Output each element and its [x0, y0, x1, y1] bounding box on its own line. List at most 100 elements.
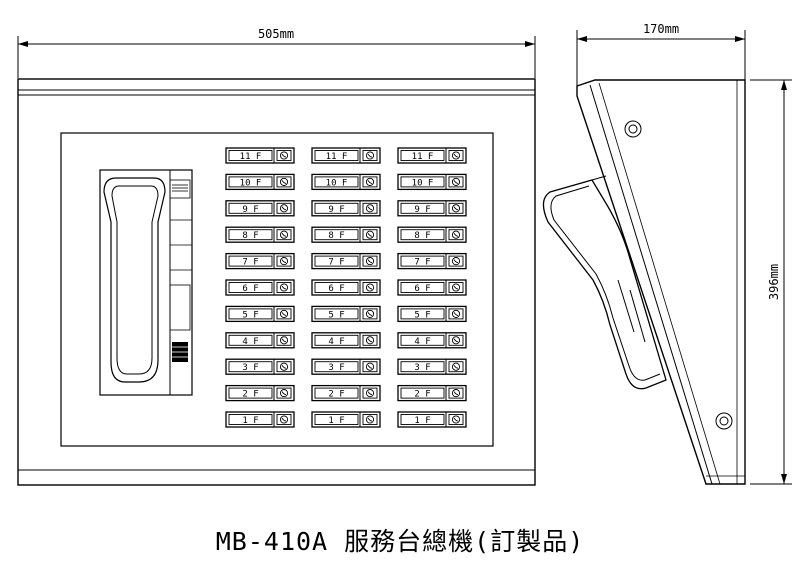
depth-dimension: 170mm	[576, 22, 746, 86]
floor-button-label: 6 F	[328, 284, 344, 294]
phone-call-icon	[276, 334, 292, 346]
floor-button-label: 3 F	[242, 363, 258, 373]
phone-call-icon	[362, 255, 378, 267]
phone-call-icon	[276, 150, 292, 161]
floor-button[interactable]: 1 F	[225, 411, 295, 428]
width-dimension: 505mm	[17, 27, 536, 78]
floor-button[interactable]: 11 F	[397, 147, 467, 164]
floor-button[interactable]: 5 F	[225, 305, 295, 323]
front-housing	[17, 78, 536, 486]
floor-button-label: 10 F	[240, 178, 262, 188]
phone-call-icon	[276, 414, 292, 425]
phone-call-icon	[276, 282, 292, 293]
floor-button[interactable]: 7 F	[397, 252, 467, 270]
floor-button-label: 2 F	[242, 390, 258, 400]
floor-button-grid: 11 F 10 F 9 F 8 F 7 F 6 F 5 F 4 F 3 F 2 F 1 F 11 F 1…	[225, 147, 467, 428]
phone-call-icon	[276, 202, 292, 214]
phone-call-icon	[448, 387, 464, 399]
floor-button[interactable]: 11 F	[225, 147, 295, 164]
floor-button[interactable]: 5 F	[397, 305, 467, 323]
phone-call-icon	[276, 229, 292, 241]
floor-button[interactable]: 1 F	[397, 411, 467, 428]
floor-button-label: 2 F	[328, 390, 344, 400]
floor-button[interactable]: 9 F	[397, 200, 467, 217]
floor-button[interactable]: 6 F	[311, 279, 381, 296]
floor-button-label: 3 F	[328, 363, 344, 373]
height-dimension: 396mm	[750, 79, 792, 485]
telephone-handset-icon	[99, 169, 193, 396]
floor-button[interactable]: 11 F	[311, 147, 381, 164]
floor-button[interactable]: 3 F	[311, 358, 381, 375]
floor-button[interactable]: 3 F	[225, 358, 295, 375]
floor-button-label: 4 F	[328, 337, 344, 347]
floor-button-label: 8 F	[414, 231, 430, 241]
floor-button-label: 11 F	[412, 152, 434, 162]
floor-button-label: 1 F	[414, 416, 430, 426]
floor-button[interactable]: 10 F	[397, 173, 467, 191]
floor-button[interactable]: 6 F	[225, 279, 295, 296]
floor-button[interactable]: 9 F	[225, 200, 295, 217]
floor-button-label: 5 F	[414, 310, 430, 320]
phone-call-icon	[362, 308, 378, 320]
phone-call-icon	[276, 255, 292, 267]
screw-icon	[624, 120, 642, 138]
floor-button-label: 6 F	[414, 284, 430, 294]
floor-button[interactable]: 2 F	[225, 384, 295, 402]
floor-button-label: 10 F	[412, 178, 434, 188]
phone-call-icon	[362, 229, 378, 241]
floor-button[interactable]: 4 F	[311, 332, 381, 349]
screw-icon	[715, 412, 733, 430]
floor-button[interactable]: 1 F	[311, 411, 381, 428]
handset-side-profile	[542, 175, 667, 390]
floor-button[interactable]: 5 F	[311, 305, 381, 323]
floor-button-label: 3 F	[414, 363, 430, 373]
depth-label: 170mm	[643, 22, 679, 36]
phone-call-icon	[276, 387, 292, 399]
phone-call-icon	[448, 308, 464, 320]
floor-button-label: 7 F	[242, 258, 258, 268]
phone-call-icon	[362, 282, 378, 293]
floor-button[interactable]: 7 F	[225, 252, 295, 270]
floor-button[interactable]: 9 F	[311, 200, 381, 217]
floor-button-label: 8 F	[242, 231, 258, 241]
floor-button-label: 9 F	[242, 205, 258, 215]
phone-call-icon	[276, 361, 292, 373]
phone-call-icon	[448, 334, 464, 346]
floor-button-label: 9 F	[328, 205, 344, 215]
phone-call-icon	[448, 176, 464, 188]
phone-call-icon	[448, 282, 464, 293]
product-caption: MB-410A 服務台總機(訂製品)	[215, 527, 585, 556]
floor-button[interactable]: 8 F	[225, 226, 295, 243]
floor-button-label: 10 F	[326, 178, 348, 188]
floor-button[interactable]: 10 F	[225, 173, 295, 191]
floor-button[interactable]: 4 F	[225, 332, 295, 349]
phone-call-icon	[448, 255, 464, 267]
phone-call-icon	[448, 361, 464, 373]
floor-button[interactable]: 3 F	[397, 358, 467, 375]
floor-button[interactable]: 2 F	[311, 384, 381, 402]
floor-button[interactable]: 4 F	[397, 332, 467, 349]
phone-call-icon	[448, 229, 464, 241]
floor-button-label: 1 F	[328, 416, 344, 426]
phone-call-icon	[362, 361, 378, 373]
floor-button[interactable]: 2 F	[397, 384, 467, 402]
width-label: 505mm	[258, 27, 294, 41]
floor-button-label: 7 F	[328, 258, 344, 268]
phone-call-icon	[362, 176, 378, 188]
phone-call-icon	[448, 414, 464, 425]
phone-call-icon	[362, 334, 378, 346]
floor-button[interactable]: 6 F	[397, 279, 467, 296]
faceplate	[60, 132, 494, 447]
phone-call-icon	[362, 414, 378, 425]
floor-button-label: 11 F	[240, 152, 262, 162]
floor-button-label: 4 F	[242, 337, 258, 347]
floor-button-label: 5 F	[242, 310, 258, 320]
floor-button-label: 4 F	[414, 337, 430, 347]
phone-call-icon	[362, 150, 378, 161]
floor-button[interactable]: 10 F	[311, 173, 381, 191]
side-view: 170mm 396mm	[542, 22, 792, 485]
floor-button[interactable]: 7 F	[311, 252, 381, 270]
floor-button[interactable]: 8 F	[397, 226, 467, 243]
floor-button[interactable]: 8 F	[311, 226, 381, 243]
